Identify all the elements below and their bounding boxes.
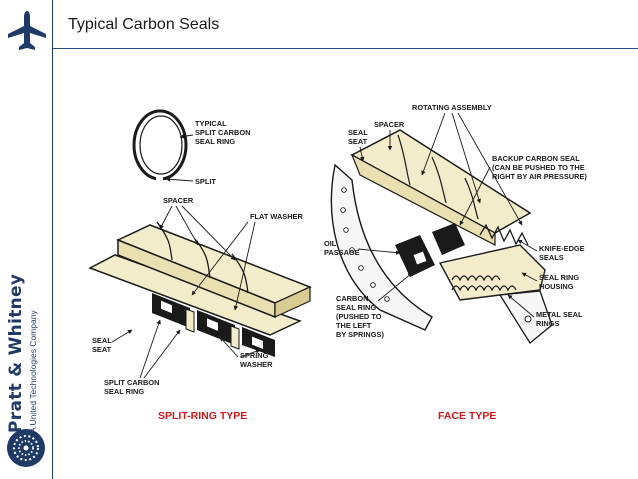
- carbon-seals-diagram: TYPICAL SPLIT CARBON SEAL RING SPLIT SPA…: [88, 103, 587, 422]
- brand-name: Pratt & Whitney: [6, 273, 26, 433]
- seal-ring-housing: [438, 244, 546, 301]
- label-flat-washer: FLAT WASHER: [250, 212, 303, 221]
- label-spring: SPRING: [240, 351, 269, 360]
- label-face-seal-seat-2: SEAT: [348, 137, 368, 146]
- label-carbon-seal-ring: SEAL RING: [336, 303, 376, 312]
- label-backup-3: RIGHT BY AIR PRESSURE): [492, 172, 587, 181]
- split-ring-diagram: TYPICAL SPLIT CARBON SEAL RING SPLIT SPA…: [88, 109, 312, 422]
- brand-sidebar: Pratt & Whitney A United Technologies Co…: [0, 0, 53, 479]
- brand-wordmark: Pratt & Whitney A United Technologies Co…: [6, 233, 39, 433]
- label-by-springs: BY SPRINGS): [336, 330, 384, 339]
- split-ring-shape: [132, 109, 188, 181]
- label-spacer: SPACER: [163, 196, 194, 205]
- label-pushed-to: (PUSHED TO: [336, 312, 382, 321]
- label-backup-2: (CAN BE PUSHED TO THE: [492, 163, 585, 172]
- label-metal-seal: METAL SEAL: [536, 310, 583, 319]
- label-seal-seat-2: SEAT: [92, 345, 112, 354]
- label-knife-seals: SEALS: [539, 253, 564, 262]
- label-rotating-assembly: ROTATING ASSEMBLY: [412, 103, 492, 112]
- label-seal-seat-1: SEAL: [92, 336, 112, 345]
- label-backup-carbon-seal: BACKUP CARBON SEAL: [492, 154, 580, 163]
- springs: [451, 285, 517, 292]
- label-passage: PASSAGE: [324, 248, 360, 257]
- caption-face-type: FACE TYPE: [438, 410, 496, 422]
- label-the-left: THE LEFT: [336, 321, 372, 330]
- split-carbon-rings: [152, 293, 275, 357]
- label-knife-edge: KNIFE-EDGE: [539, 244, 585, 253]
- label-rings: RINGS: [536, 319, 559, 328]
- label-split-carbon-bottom: SPLIT CARBON: [104, 378, 159, 387]
- caption-split-ring-type: SPLIT-RING TYPE: [158, 410, 247, 422]
- label-face-spacer: SPACER: [374, 120, 405, 129]
- face-seal-diagram: ROTATING ASSEMBLY SPACER SEAL SEAT BACKU…: [324, 103, 587, 422]
- label-seal-ring-bottom: SEAL RING: [104, 387, 144, 396]
- airplane-icon: [8, 11, 46, 50]
- eagle-logo-icon: [7, 429, 45, 467]
- brand-subtitle: A United Technologies Company: [28, 310, 38, 433]
- slide-title: Typical Carbon Seals: [68, 16, 220, 33]
- label-split: SPLIT: [195, 177, 216, 186]
- label-seal-ring-housing: SEAL RING: [539, 273, 579, 282]
- label-carbon: CARBON: [336, 294, 368, 303]
- label-typical: TYPICAL: [195, 119, 227, 128]
- label-seal-ring: SEAL RING: [195, 137, 235, 146]
- face-carbon-blocks: [395, 223, 465, 277]
- label-oil: OIL: [324, 239, 337, 248]
- title-divider: [53, 48, 638, 49]
- label-housing: HOUSING: [539, 282, 574, 291]
- label-split-carbon: SPLIT CARBON: [195, 128, 250, 137]
- knife-edge-seals: [479, 223, 529, 246]
- label-face-seal-seat-1: SEAL: [348, 128, 368, 137]
- label-washer: WASHER: [240, 360, 273, 369]
